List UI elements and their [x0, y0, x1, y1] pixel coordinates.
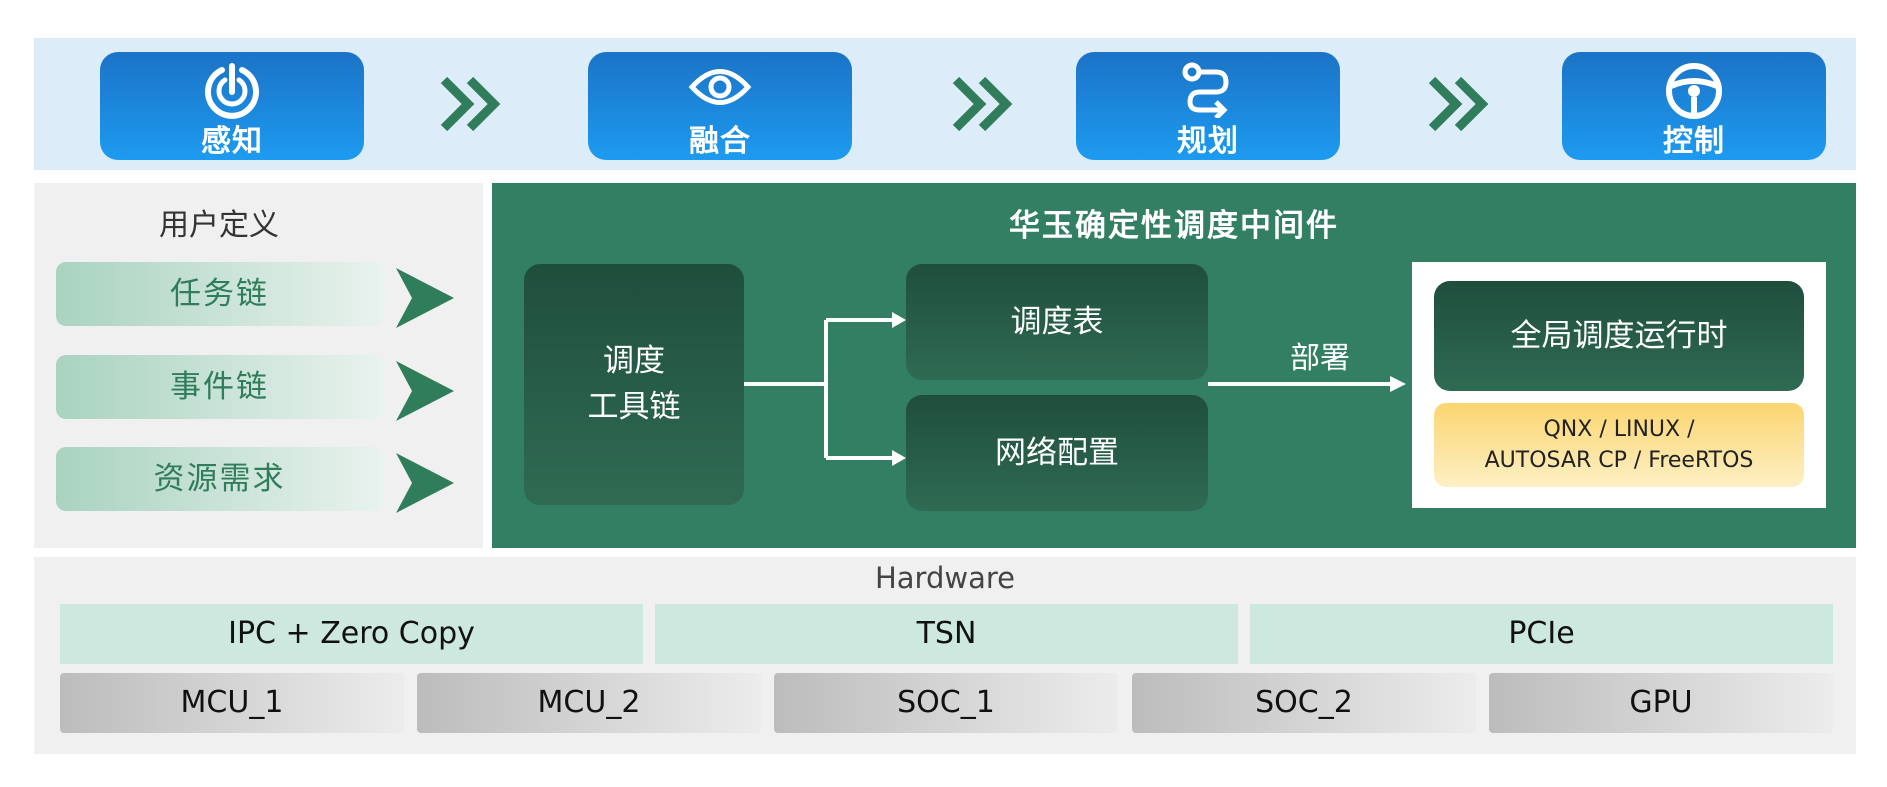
stage-label: 融合 — [689, 124, 751, 159]
toolchain-line-1: 调度 — [603, 343, 665, 379]
os-line-1: QNX / LINUX / — [1543, 417, 1695, 442]
route-icon — [1182, 62, 1229, 118]
network-config-box: 网络配置 — [906, 395, 1208, 511]
steering-wheel-icon — [1666, 63, 1722, 119]
stage-planning: 规划 — [1076, 52, 1340, 160]
flow-connectors — [744, 312, 1406, 466]
perception-icon — [205, 63, 259, 119]
stage-control: 控制 — [1562, 52, 1826, 160]
global-runtime-box: 全局调度运行时 — [1434, 281, 1804, 391]
stage-perception: 感知 — [100, 52, 364, 160]
task-chain-item: 任务链 — [56, 262, 383, 326]
middleware-title: 华玉确定性调度中间件 — [1009, 208, 1339, 244]
chip-mcu-1: MCU_1 — [60, 673, 404, 733]
stage-label: 感知 — [201, 124, 263, 159]
deploy-label: 部署 — [1290, 341, 1350, 376]
os-support-box: QNX / LINUX / AUTOSAR CP / FreeRTOS — [1434, 403, 1804, 487]
chevron-right-icon — [1428, 76, 1489, 132]
stage-label: 规划 — [1177, 124, 1239, 159]
chip-mcu-2: MCU_2 — [417, 673, 761, 733]
user-defined-title: 用户定义 — [159, 208, 279, 243]
toolchain-line-2: 工具链 — [587, 389, 681, 425]
stage-label: 控制 — [1663, 124, 1725, 159]
eye-icon — [688, 69, 752, 105]
scheduling-toolchain-box: 调度 工具链 — [524, 264, 744, 505]
hardware-title: Hardware — [874, 561, 1015, 595]
bus-ipc: IPC + Zero Copy — [60, 604, 643, 664]
arrow-right-icon — [396, 453, 454, 513]
event-chain-item: 事件链 — [56, 355, 383, 419]
chevron-right-icon — [952, 76, 1013, 132]
chip-soc-2: SOC_2 — [1132, 673, 1476, 733]
chip-soc-1: SOC_1 — [774, 673, 1118, 733]
bus-tsn: TSN — [655, 604, 1238, 664]
bus-pcie: PCIe — [1250, 604, 1833, 664]
stage-fusion: 融合 — [588, 52, 852, 160]
os-line-2: AUTOSAR CP / FreeRTOS — [1484, 448, 1754, 473]
schedule-table-box: 调度表 — [906, 264, 1208, 380]
chip-gpu: GPU — [1489, 673, 1833, 733]
chevron-right-icon — [440, 76, 501, 132]
resource-demand-item: 资源需求 — [56, 447, 383, 511]
arrow-right-icon — [396, 361, 454, 421]
arrow-right-icon — [396, 268, 454, 328]
